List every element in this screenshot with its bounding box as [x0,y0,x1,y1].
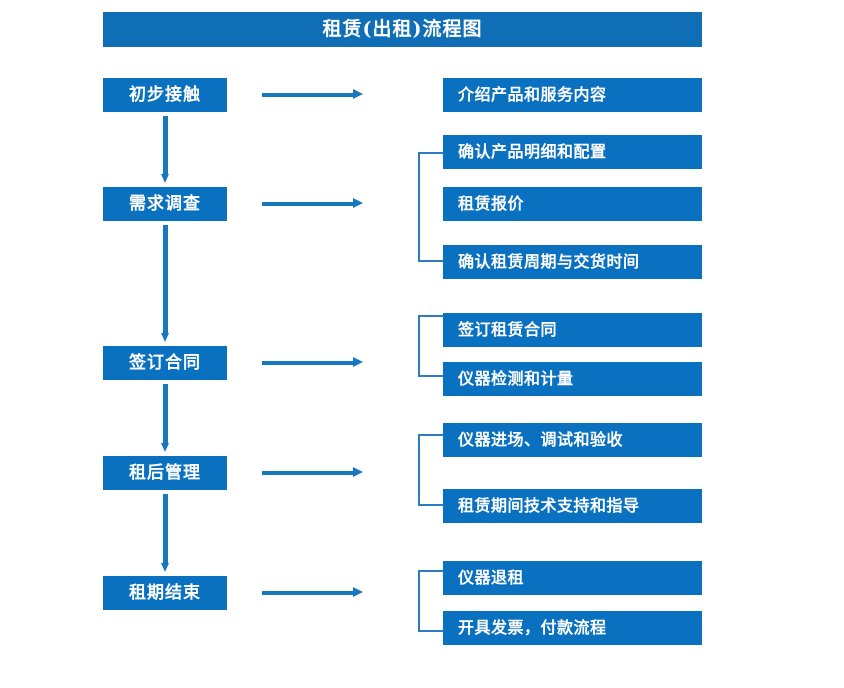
horizontal-arrow-5 [262,587,363,598]
bracket-stub-top [418,434,443,436]
horizontal-arrow-2 [262,198,363,209]
stage-box-3[interactable]: 签订合同 [103,346,227,380]
horizontal-arrow-3 [262,357,363,368]
detail-box-7[interactable]: 仪器进场、调试和验收 [443,423,702,457]
arrow-head-icon [353,89,363,99]
detail-box-8[interactable]: 租赁期间技术支持和指导 [443,489,702,523]
vertical-arrow-2 [161,225,170,342]
bracket-spine [418,315,420,377]
arrow-shaft [262,591,354,595]
group-bracket-3 [418,434,443,506]
vertical-arrow-1 [161,116,170,183]
arrow-head-icon [353,357,363,367]
detail-box-1[interactable]: 介绍产品和服务内容 [443,78,702,112]
arrow-head-icon [353,467,363,477]
detail-box-3[interactable]: 租赁报价 [443,187,702,221]
bracket-stub-top [418,315,443,317]
arrow-shaft [163,225,168,333]
bracket-spine [418,570,420,632]
arrow-shaft [163,116,168,174]
arrow-head-icon [353,587,363,597]
arrow-shaft [163,494,168,563]
vertical-arrow-3 [161,384,170,452]
detail-box-9[interactable]: 仪器退租 [443,561,702,595]
arrow-shaft [262,93,354,97]
page-title: 租赁(出租)流程图 [103,12,702,47]
arrow-shaft [262,202,354,206]
stage-box-2[interactable]: 需求调查 [103,187,227,221]
bracket-stub-bottom [418,504,443,506]
detail-box-5[interactable]: 签订租赁合同 [443,313,702,347]
bracket-spine [418,152,420,262]
detail-box-6[interactable]: 仪器检测和计量 [443,362,702,396]
horizontal-arrow-4 [262,467,363,478]
group-bracket-1 [418,152,443,262]
group-bracket-4 [418,570,443,632]
bracket-stub-bottom [418,375,443,377]
arrow-shaft [262,471,354,475]
arrow-head-icon [161,333,169,342]
arrow-head-icon [161,563,169,572]
detail-box-2[interactable]: 确认产品明细和配置 [443,135,702,169]
bracket-stub-bottom [418,630,443,632]
arrow-head-icon [161,174,169,183]
detail-box-10[interactable]: 开具发票，付款流程 [443,611,702,645]
bracket-stub-top [418,152,443,154]
bracket-stub-top [418,570,443,572]
arrow-shaft [262,361,354,365]
bracket-spine [418,434,420,506]
stage-box-1[interactable]: 初步接触 [103,78,227,112]
stage-box-5[interactable]: 租期结束 [103,576,227,610]
arrow-head-icon [353,198,363,208]
arrow-head-icon [161,443,169,452]
group-bracket-2 [418,315,443,377]
arrow-shaft [163,384,168,443]
stage-box-4[interactable]: 租后管理 [103,456,227,490]
vertical-arrow-4 [161,494,170,572]
bracket-stub-bottom [418,260,443,262]
horizontal-arrow-1 [262,89,363,100]
detail-box-4[interactable]: 确认租赁周期与交货时间 [443,245,702,279]
